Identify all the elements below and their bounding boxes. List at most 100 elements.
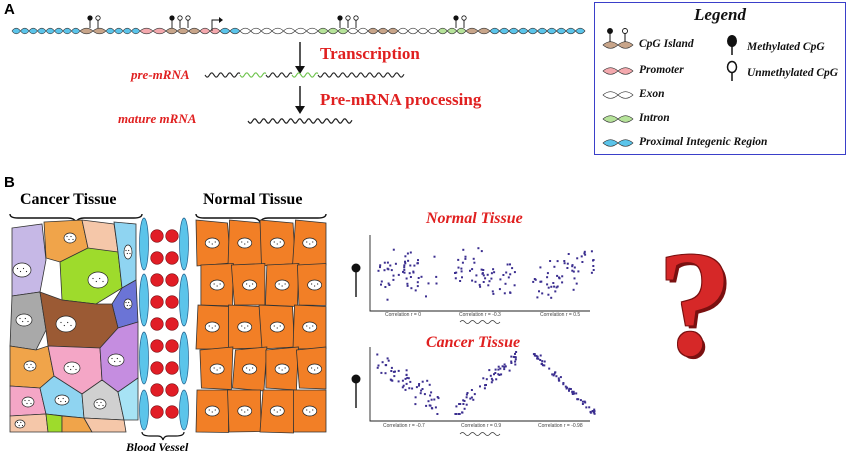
legend-intron-icon (617, 115, 634, 123)
chromatin-dot (252, 283, 254, 285)
normal-nucleus (209, 363, 225, 375)
scatter-point (572, 270, 575, 273)
chromatin-dot (125, 301, 127, 304)
scatter-point (547, 286, 550, 289)
chromatin-dot (279, 325, 281, 327)
scatter-point (503, 366, 506, 369)
red-blood-cell (150, 405, 164, 419)
chromatin-dot (214, 409, 216, 411)
scatter-point (485, 378, 488, 381)
chromatin-dot (244, 411, 246, 413)
legend-exon-icon (602, 91, 619, 99)
chromatin-dot (306, 241, 308, 243)
scatter-point (434, 406, 437, 409)
scatter-point (470, 396, 473, 399)
vessel-brace (141, 431, 185, 441)
scatter-point (488, 280, 491, 283)
scatter-point (491, 290, 494, 293)
cancer-nucleus (123, 244, 133, 260)
chromatin-dot (246, 367, 248, 369)
cpg_island-segment (477, 27, 491, 35)
legend-proximal-icon (617, 139, 634, 147)
scatter-point (553, 285, 556, 288)
chromatin-dot (72, 238, 74, 241)
scatter-point (549, 260, 552, 262)
scatter-point (428, 383, 431, 386)
chromatin-dot (26, 363, 28, 366)
scatter-point (533, 354, 536, 357)
scatter-point (541, 360, 544, 363)
chromatin-dot (30, 363, 32, 366)
legend-cpg-pin-head (622, 28, 628, 34)
normal-nucleus (237, 237, 253, 249)
legend-promoter-icon (602, 67, 619, 75)
proximal-segment (518, 27, 529, 35)
scatter-point (567, 253, 570, 255)
panel-b-letter: B (4, 174, 15, 191)
scatter-point (383, 261, 386, 264)
legend-proximal: Proximal Integenic Region (639, 136, 768, 148)
scatter-point (503, 363, 506, 366)
unmethylated-cpg-head (353, 15, 359, 21)
cancer-methylation-icon (351, 374, 361, 408)
scatter-point (503, 368, 506, 371)
scatter-point (503, 292, 506, 295)
scatter-point (380, 371, 383, 374)
scatter-point (418, 383, 421, 385)
chromatin-dot (279, 241, 281, 243)
chromatin-dot (24, 317, 26, 320)
scatter-point (581, 261, 584, 263)
scatter-point (388, 284, 391, 286)
scatter-point (464, 255, 467, 258)
scatter-point (556, 260, 559, 263)
scatter-point (431, 407, 434, 410)
endothelial-cell (139, 217, 149, 271)
scatter-point (465, 393, 468, 396)
scatter-point (421, 380, 424, 383)
chromatin-dot (126, 252, 128, 255)
mature-mrna-label: mature mRNA (118, 111, 197, 126)
scatter-point (386, 298, 389, 301)
normal-cells (195, 219, 327, 434)
intron-segment (317, 27, 329, 35)
scatter-point (504, 282, 507, 285)
normal-nucleus (302, 405, 318, 417)
scatter-point (427, 400, 430, 403)
scatter-point (420, 275, 423, 278)
legend-proximal-icon (602, 139, 619, 147)
scatter-point (505, 271, 508, 274)
scatter-point (499, 278, 502, 281)
cpg_island-segment (188, 27, 201, 35)
chromatin-dot (314, 285, 316, 287)
scatter-point (462, 399, 465, 402)
chromatin-dot (100, 401, 102, 404)
scatter-point (571, 393, 574, 395)
scatter-point (477, 247, 480, 250)
chromatin-dot (276, 327, 278, 329)
scatter-point (565, 387, 568, 390)
proximal-segment (508, 27, 519, 35)
scatter-point (425, 404, 428, 407)
scatter-point (514, 360, 517, 363)
scatter-point (393, 375, 396, 378)
red-blood-cell (165, 361, 179, 375)
legend-cpg-pin-head (607, 28, 613, 34)
cancer-nucleus (87, 271, 109, 289)
methylated-cpg-head (87, 15, 93, 21)
normal-nucleus (269, 405, 285, 417)
scatter-point (535, 354, 538, 357)
cancer-nucleus (107, 353, 125, 367)
unmethylated-cpg-head (177, 15, 183, 21)
cancer-nucleus (23, 360, 37, 372)
cancer-corr-3: Correlation r = -0.98 (538, 423, 583, 429)
chromatin-dot (102, 404, 104, 407)
scatter-point (538, 290, 540, 293)
cancer-cell (83, 417, 127, 433)
promoter-segment (199, 27, 211, 35)
cancer-corr-1: Correlation r = -0.7 (383, 423, 425, 429)
promoter-segment (209, 27, 221, 35)
scatter-point (418, 384, 420, 387)
scatter-point (515, 351, 518, 353)
normal-nucleus (242, 363, 257, 375)
scatter-point (479, 385, 481, 388)
